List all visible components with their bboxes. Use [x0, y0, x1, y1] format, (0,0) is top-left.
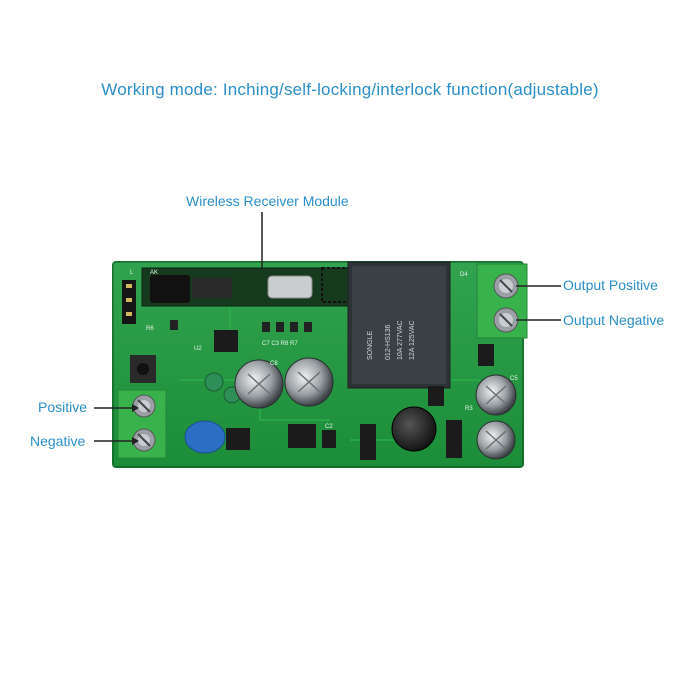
inductor [391, 406, 437, 452]
ic-u2 [214, 330, 238, 352]
page-title: Working mode: Inching/self-locking/inter… [101, 80, 599, 99]
output-negative-label: Output Negative [563, 312, 665, 328]
svg-text:C5: C5 [510, 376, 518, 382]
svg-text:10A 277VAC: 10A 277VAC [397, 320, 404, 360]
positive-label: Positive [38, 399, 88, 415]
svg-text:C7 C3 R8 R7: C7 C3 R8 R7 [262, 341, 298, 347]
relay-text: SONGLE [367, 330, 374, 360]
crystal [267, 275, 313, 299]
svg-text:R3: R3 [465, 406, 473, 412]
svg-text:C2: C2 [325, 424, 333, 430]
svg-text:L: L [130, 270, 134, 276]
annotation-lines [94, 212, 561, 442]
negative-label: Negative [30, 433, 86, 449]
wireless-receiver-label: Wireless Receiver Module [186, 193, 349, 209]
svg-text:D4: D4 [460, 272, 468, 278]
antenna-coil [150, 275, 190, 303]
svg-text:R6: R6 [146, 326, 154, 332]
svg-text:12A 125VAC: 12A 125VAC [409, 320, 416, 360]
ceramic-capacitor [184, 420, 226, 454]
svg-text:012-HS136: 012-HS136 [385, 324, 392, 360]
svg-text:AK: AK [150, 270, 158, 276]
svg-text:C8: C8 [270, 361, 278, 367]
svg-text:U2: U2 [194, 346, 202, 352]
output-positive-label: Output Positive [563, 277, 658, 293]
